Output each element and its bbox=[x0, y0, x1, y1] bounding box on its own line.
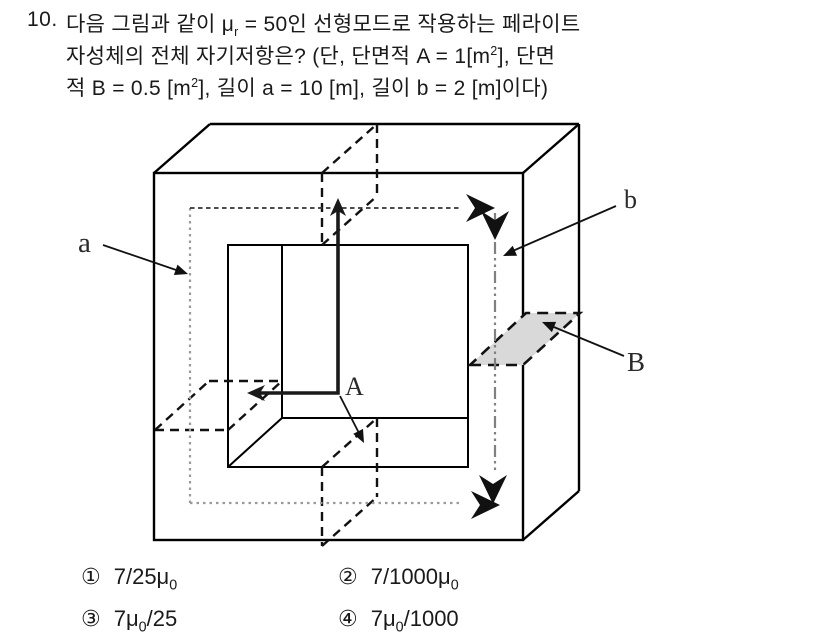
question-line-2: 자성체의 전체 자기저항은? (단, 단면적 A = 1[m2], 단면 bbox=[66, 40, 555, 70]
option-3-text-post: /25 bbox=[146, 606, 178, 631]
path-A-up-arrowhead bbox=[330, 198, 346, 216]
mu-subscript-r: r bbox=[234, 25, 239, 40]
answer-option-3: ③ 7μ0/25 bbox=[81, 606, 177, 635]
question-line-3-pre: 적 B = 0.5 [m bbox=[66, 77, 192, 100]
option-4-number: ④ bbox=[338, 606, 358, 631]
label-B-group: B bbox=[542, 321, 645, 377]
outer-bottom-right-depth-edge bbox=[522, 490, 580, 541]
section-cut-top-limb bbox=[320, 123, 379, 246]
flux-path-a bbox=[188, 207, 463, 505]
hole-bottom-left-depth-edge bbox=[227, 417, 283, 468]
option-3-text: 7μ bbox=[113, 606, 139, 631]
option-2-number: ② bbox=[338, 564, 358, 589]
path-A-left-arrowhead bbox=[247, 385, 265, 401]
option-4-text: 7μ bbox=[370, 606, 396, 631]
question-line-1-pre: 다음 그림과 같이 μ bbox=[66, 13, 235, 36]
question-line-3-post: ], 길이 a = 10 [m], 길이 b = 2 [m]이다) bbox=[198, 77, 549, 100]
question-line-2-post: ], 단면 bbox=[497, 45, 556, 68]
question-line-1: 다음 그림과 같이 μr = 50인 선형모드로 작용하는 페라이트 bbox=[66, 8, 581, 39]
label-b-group: b bbox=[503, 185, 637, 256]
label-A-arrow-line bbox=[339, 395, 362, 438]
section-B-parallelogram bbox=[466, 311, 584, 367]
inner-window bbox=[227, 244, 469, 468]
option-2-subscript: 0 bbox=[450, 577, 459, 594]
label-A-group: A bbox=[339, 372, 364, 443]
label-b: b bbox=[624, 185, 637, 214]
dart-top-right-arrow bbox=[466, 194, 495, 222]
label-B: B bbox=[627, 347, 645, 377]
option-1-subscript: 0 bbox=[169, 577, 178, 594]
option-3-subscript: 0 bbox=[138, 619, 147, 636]
option-2-text: 7/1000μ bbox=[370, 564, 451, 589]
square-superscript-2: 2 bbox=[191, 76, 199, 90]
dart-bottom-right-arrow bbox=[471, 491, 500, 519]
option-3-number: ③ bbox=[81, 606, 101, 631]
label-B-arrowhead bbox=[542, 321, 557, 333]
label-A-arrowhead bbox=[353, 428, 364, 443]
option-1-text: 7/25μ bbox=[113, 564, 170, 589]
question-number: 10. bbox=[27, 8, 58, 31]
section-B-plane bbox=[466, 311, 584, 367]
answer-option-2: ② 7/1000μ0 bbox=[338, 564, 459, 593]
option-1-number: ① bbox=[81, 564, 101, 589]
answer-option-4: ④ 7μ0/1000 bbox=[338, 606, 459, 635]
label-a: a bbox=[78, 227, 91, 259]
flux-direction-darts bbox=[466, 194, 509, 519]
label-a-group: a bbox=[78, 227, 188, 275]
outer-top-right-depth-edge bbox=[522, 123, 580, 174]
square-superscript: 2 bbox=[490, 44, 498, 58]
question-line-1-post: = 50인 선형모드로 작용하는 페라이트 bbox=[238, 13, 581, 36]
dart-bottom-down-arrow bbox=[479, 475, 507, 504]
option-4-subscript: 0 bbox=[395, 619, 404, 636]
label-b-arrow-line bbox=[507, 205, 617, 254]
question-line-3: 적 B = 0.5 [m2], 길이 a = 10 [m], 길이 b = 2 … bbox=[66, 72, 548, 102]
option-4-text-post: /1000 bbox=[403, 606, 459, 631]
question-line-2-pre: 자성체의 전체 자기저항은? (단, 단면적 A = 1[m bbox=[66, 45, 491, 68]
answer-option-1: ① 7/25μ0 bbox=[81, 564, 177, 593]
label-a-arrow-line bbox=[102, 244, 183, 273]
label-B-arrow-line bbox=[548, 324, 625, 357]
section-cut-left-limb bbox=[154, 379, 283, 432]
hole-front-rect bbox=[227, 244, 469, 468]
label-b-arrowhead bbox=[503, 245, 518, 256]
dart-top-down-arrow bbox=[481, 211, 509, 240]
outer-top-left-depth-edge bbox=[153, 123, 211, 174]
path-A-thick-line bbox=[247, 198, 346, 401]
label-A: A bbox=[345, 372, 364, 401]
label-a-arrowhead bbox=[173, 264, 188, 275]
section-cut-bottom-limb bbox=[320, 417, 379, 547]
